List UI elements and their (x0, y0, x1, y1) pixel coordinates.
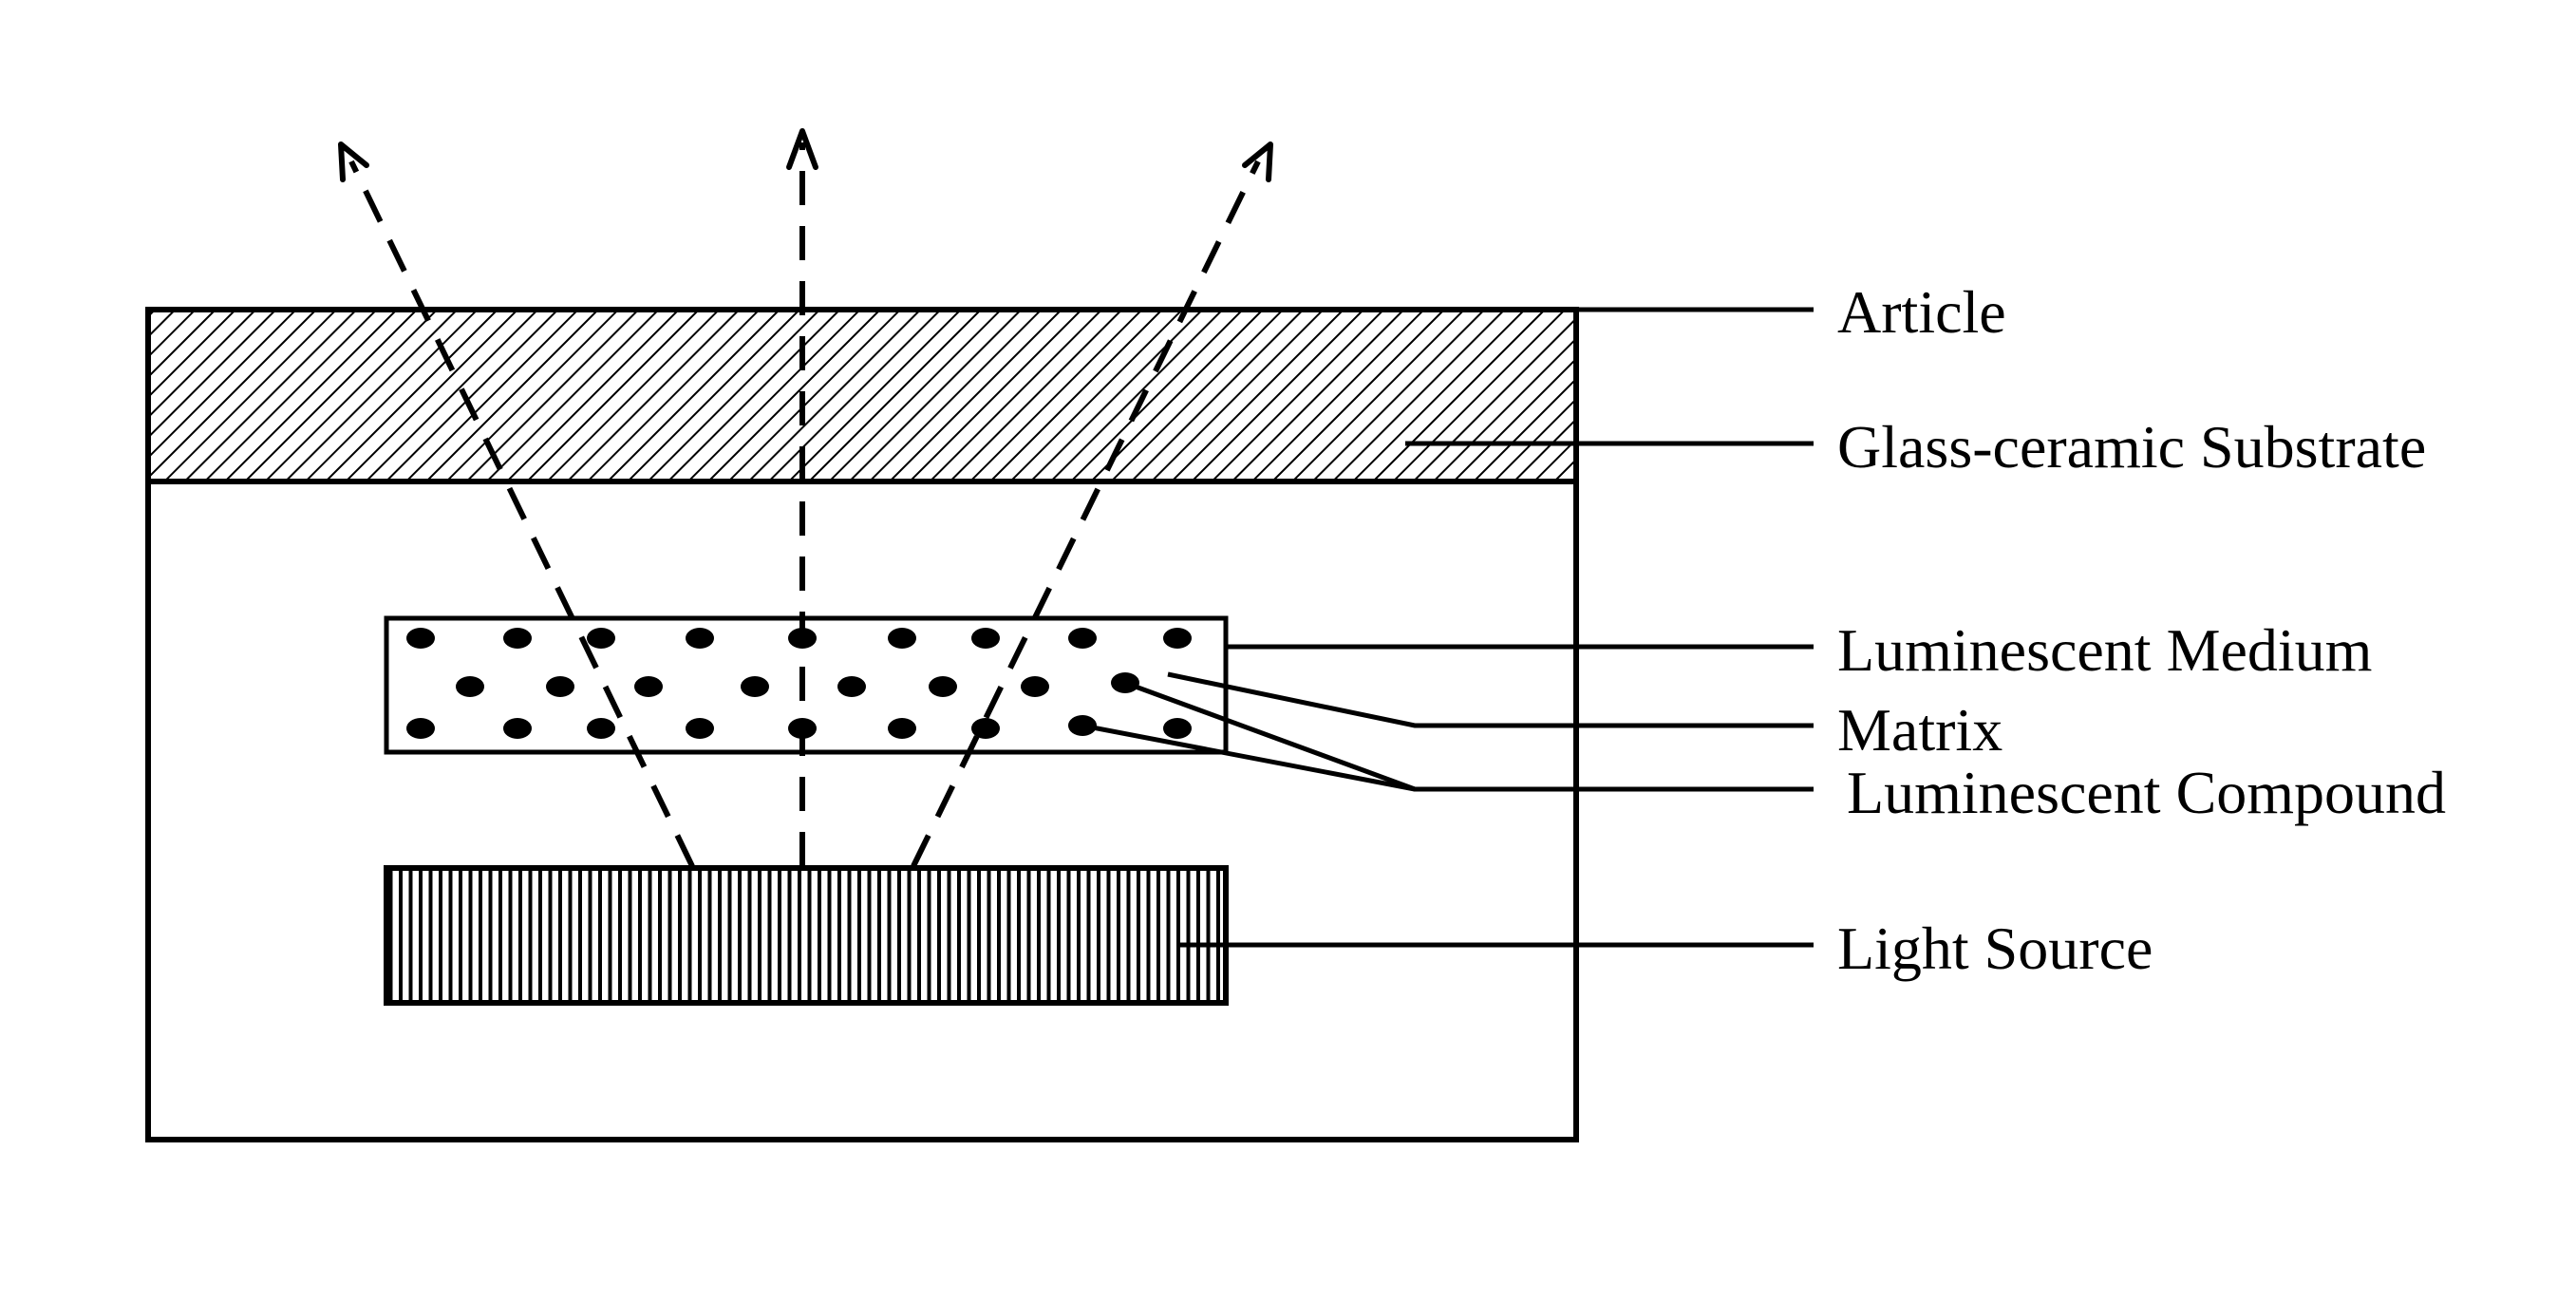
light-ray-left (351, 161, 692, 866)
particle (686, 628, 714, 649)
particle (971, 628, 1000, 649)
particle (406, 718, 435, 739)
particle (1163, 718, 1192, 739)
particle (1068, 628, 1097, 649)
particle (587, 628, 615, 649)
light-ray-right (913, 161, 1258, 866)
particle (888, 718, 916, 739)
ray-arrowheads (341, 131, 1270, 179)
particle (503, 628, 532, 649)
particle (929, 676, 957, 697)
particle (741, 676, 769, 697)
particle (1021, 676, 1049, 697)
particle (546, 676, 574, 697)
particle (686, 718, 714, 739)
particle (971, 718, 1000, 739)
light-rays (351, 142, 1258, 866)
label-glass-ceramic-substrate: Glass-ceramic Substrate (1837, 413, 2426, 481)
particle (406, 628, 435, 649)
particle (1163, 628, 1192, 649)
label-luminescent-compound: Luminescent Compound (1847, 759, 2446, 826)
particle (503, 718, 532, 739)
particle (587, 718, 615, 739)
label-light-source: Light Source (1837, 915, 2153, 982)
label-luminescent-medium: Luminescent Medium (1837, 616, 2372, 684)
label-matrix: Matrix (1837, 696, 2003, 764)
particle (837, 676, 866, 697)
leader-matrix (1168, 674, 1814, 726)
label-article: Article (1837, 278, 2006, 346)
particle (888, 628, 916, 649)
leader-compound-secondary (1082, 726, 1415, 789)
glass-ceramic-substrate (148, 310, 1576, 481)
light-source-block (386, 868, 1226, 1003)
particle (456, 676, 484, 697)
leader-compound (1125, 683, 1814, 789)
particle (634, 676, 663, 697)
